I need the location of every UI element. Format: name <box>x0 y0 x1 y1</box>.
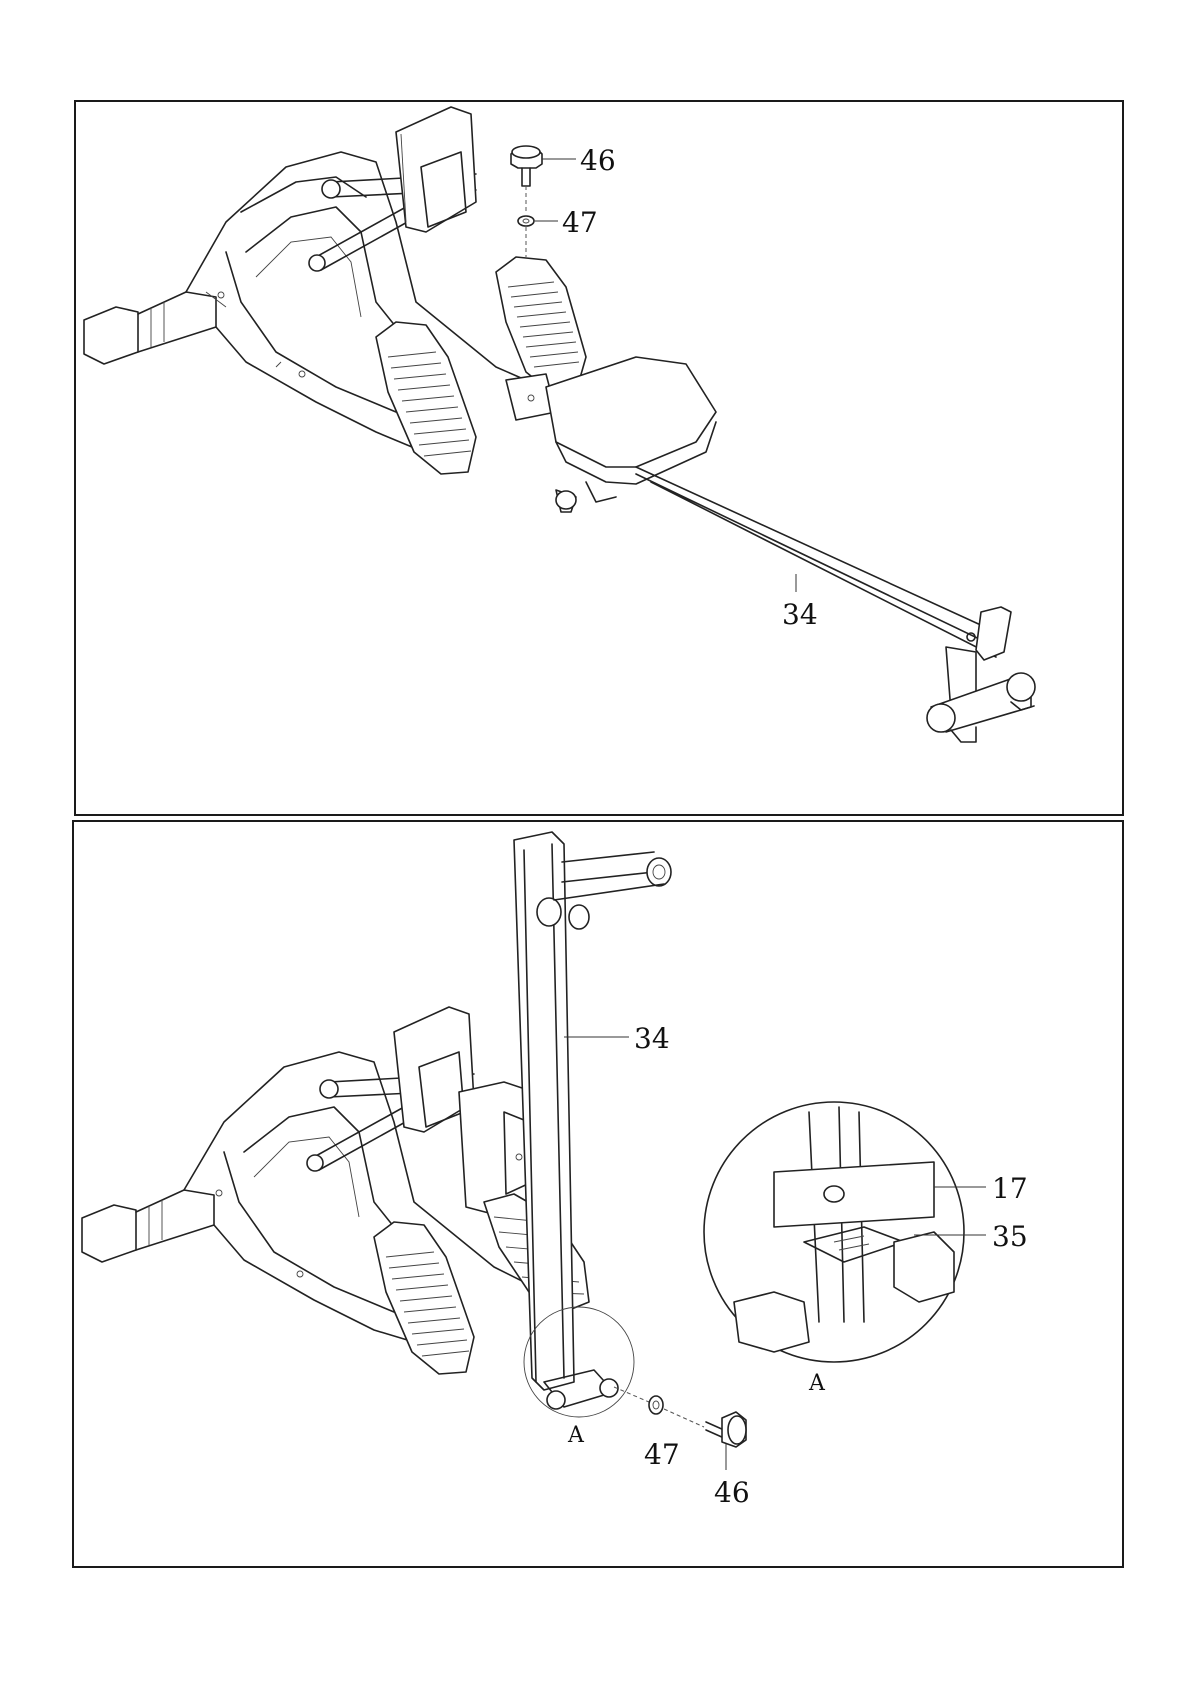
callout-46: 46 <box>580 144 616 177</box>
detail-label-a: A <box>567 1423 585 1448</box>
knob-part-46-top: 46 <box>511 144 616 212</box>
assembly-step-top-panel: 46 47 <box>74 100 1124 816</box>
slide-rail-part-34-upright: 34 <box>514 832 671 1390</box>
knob-part-46-bottom: 46 <box>706 1412 750 1509</box>
callout-17: 17 <box>992 1172 1028 1205</box>
assembly-step-bottom-panel: 34 A 47 46 <box>72 820 1124 1568</box>
callout-47: 47 <box>644 1438 680 1471</box>
slide-rail-part-34: 34 <box>636 467 1035 742</box>
callout-47: 47 <box>562 206 598 239</box>
detail-zoom-circle: 17 35 A <box>704 1102 1028 1396</box>
washer-part-47-bottom: 47 <box>614 1387 704 1471</box>
callout-46: 46 <box>714 1476 750 1509</box>
foot-pedal-right <box>496 257 586 392</box>
console-monitor <box>396 107 476 232</box>
foot-pedal-left <box>374 1222 474 1374</box>
callout-34: 34 <box>782 598 818 631</box>
detail-zoom-label-a: A <box>808 1371 826 1396</box>
rowing-machine-drawing-bottom: 34 A 47 46 <box>74 822 1126 1570</box>
callout-34: 34 <box>634 1022 670 1055</box>
washer-part-47-top: 47 <box>518 206 598 257</box>
callout-35: 35 <box>992 1220 1028 1253</box>
foot-pedal-left <box>376 322 476 474</box>
rowing-machine-drawing-top: 46 47 <box>76 102 1126 818</box>
front-stabilizer <box>84 292 216 364</box>
front-stabilizer <box>82 1190 214 1262</box>
